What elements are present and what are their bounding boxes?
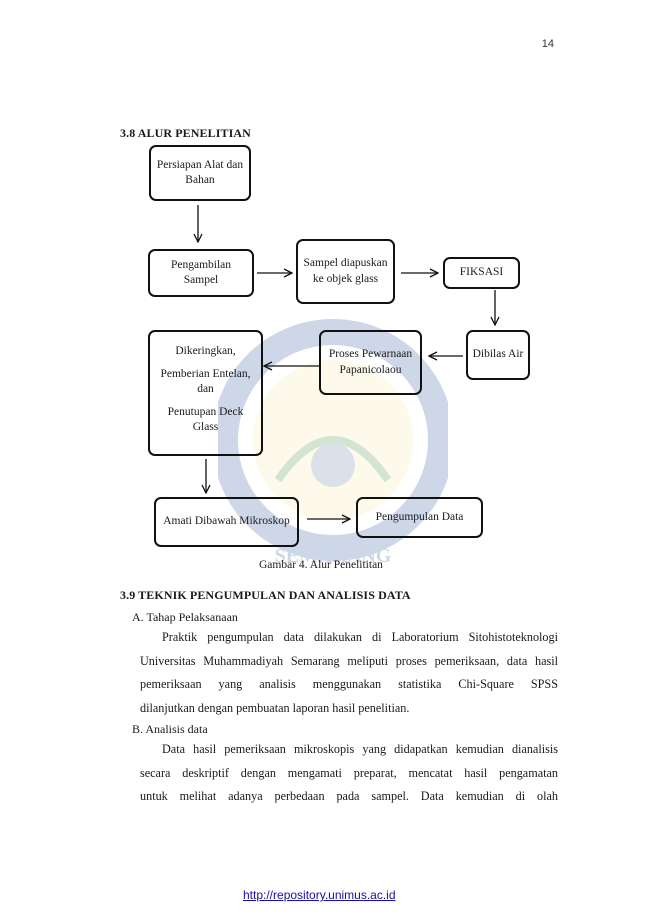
subheading-a: A. Tahap Pelaksanaan <box>132 610 238 624</box>
node-sampel: Sampel diapuskan ke objek glass <box>296 239 395 304</box>
paragraph-a: Praktik pengumpulan data dilakukan di La… <box>140 626 558 720</box>
paragraph-b-line: untuk melihat adanya perbedaan pada samp… <box>140 789 558 803</box>
node-pewarnaan-label: Proses Pewarnaan Papanicolaou <box>328 348 413 376</box>
university-logo-watermark: SEMARANG <box>218 319 448 567</box>
watermark-text: SEMARANG <box>275 545 392 567</box>
node-dikeringkan-line-1: Dikeringkan, <box>175 345 236 357</box>
paragraph-a-line: Praktik pengumpulan data dilakukan di La… <box>162 630 558 644</box>
node-fiksasi-label: FIKSASI <box>459 266 504 279</box>
paragraph-a-line: dilanjutkan dengan pembuatan laporan has… <box>140 700 410 715</box>
node-dibilas-label: Dibilas Air <box>472 348 524 361</box>
subheading-b: B. Analisis data <box>132 722 208 736</box>
paragraph-b-line: Data hasil pemeriksaan mikroskopis yang … <box>162 742 558 756</box>
section-heading-3-8: 3.8 ALUR PENELITIAN <box>120 126 251 140</box>
section-heading-3-9: 3.9 TEKNIK PENGUMPULAN DAN ANALISIS DATA <box>120 588 411 602</box>
paragraph-a-line: Universitas Muhammadiyah Semarang melipu… <box>140 653 558 668</box>
figure-caption: Gambar 4. Alur Penelititan <box>259 559 383 571</box>
node-persiapan-label: Persiapan Alat dan Bahan <box>156 158 244 187</box>
node-fiksasi: FIKSASI <box>443 257 520 289</box>
paragraph-b-line: secara deskriptif dengan mengamati prepa… <box>140 765 558 780</box>
repository-link[interactable]: http://repository.unimus.ac.id <box>243 888 396 902</box>
node-pengambilan: Pengambilan Sampel <box>148 249 254 297</box>
node-dibilas: Dibilas Air <box>466 330 530 380</box>
node-dikeringkan-line-3: Penutupan Deck Glass <box>167 405 244 434</box>
page-number: 14 <box>541 38 554 50</box>
node-sampel-label: Sampel diapuskan ke objek glass <box>303 257 388 285</box>
node-amati-label: Amati Dibawah Mikroskop <box>163 515 290 528</box>
node-amati: Amati Dibawah Mikroskop <box>154 497 299 547</box>
node-dikeringkan: Dikeringkan, Pemberian Entelan, dan Penu… <box>148 330 263 456</box>
node-pengumpulan-label: Pengumpulan Data <box>375 510 464 523</box>
node-dikeringkan-line-2: Pemberian Entelan, dan <box>160 367 251 396</box>
node-persiapan: Persiapan Alat dan Bahan <box>149 145 251 201</box>
paragraph-a-line: pemeriksaan yang analisis menggunakan st… <box>140 677 558 691</box>
paragraph-b: Data hasil pemeriksaan mikroskopis yang … <box>140 738 558 809</box>
node-pewarnaan: Proses Pewarnaan Papanicolaou <box>319 330 422 395</box>
node-pengumpulan: Pengumpulan Data <box>356 497 483 538</box>
node-pengambilan-label: Pengambilan Sampel <box>170 258 232 287</box>
